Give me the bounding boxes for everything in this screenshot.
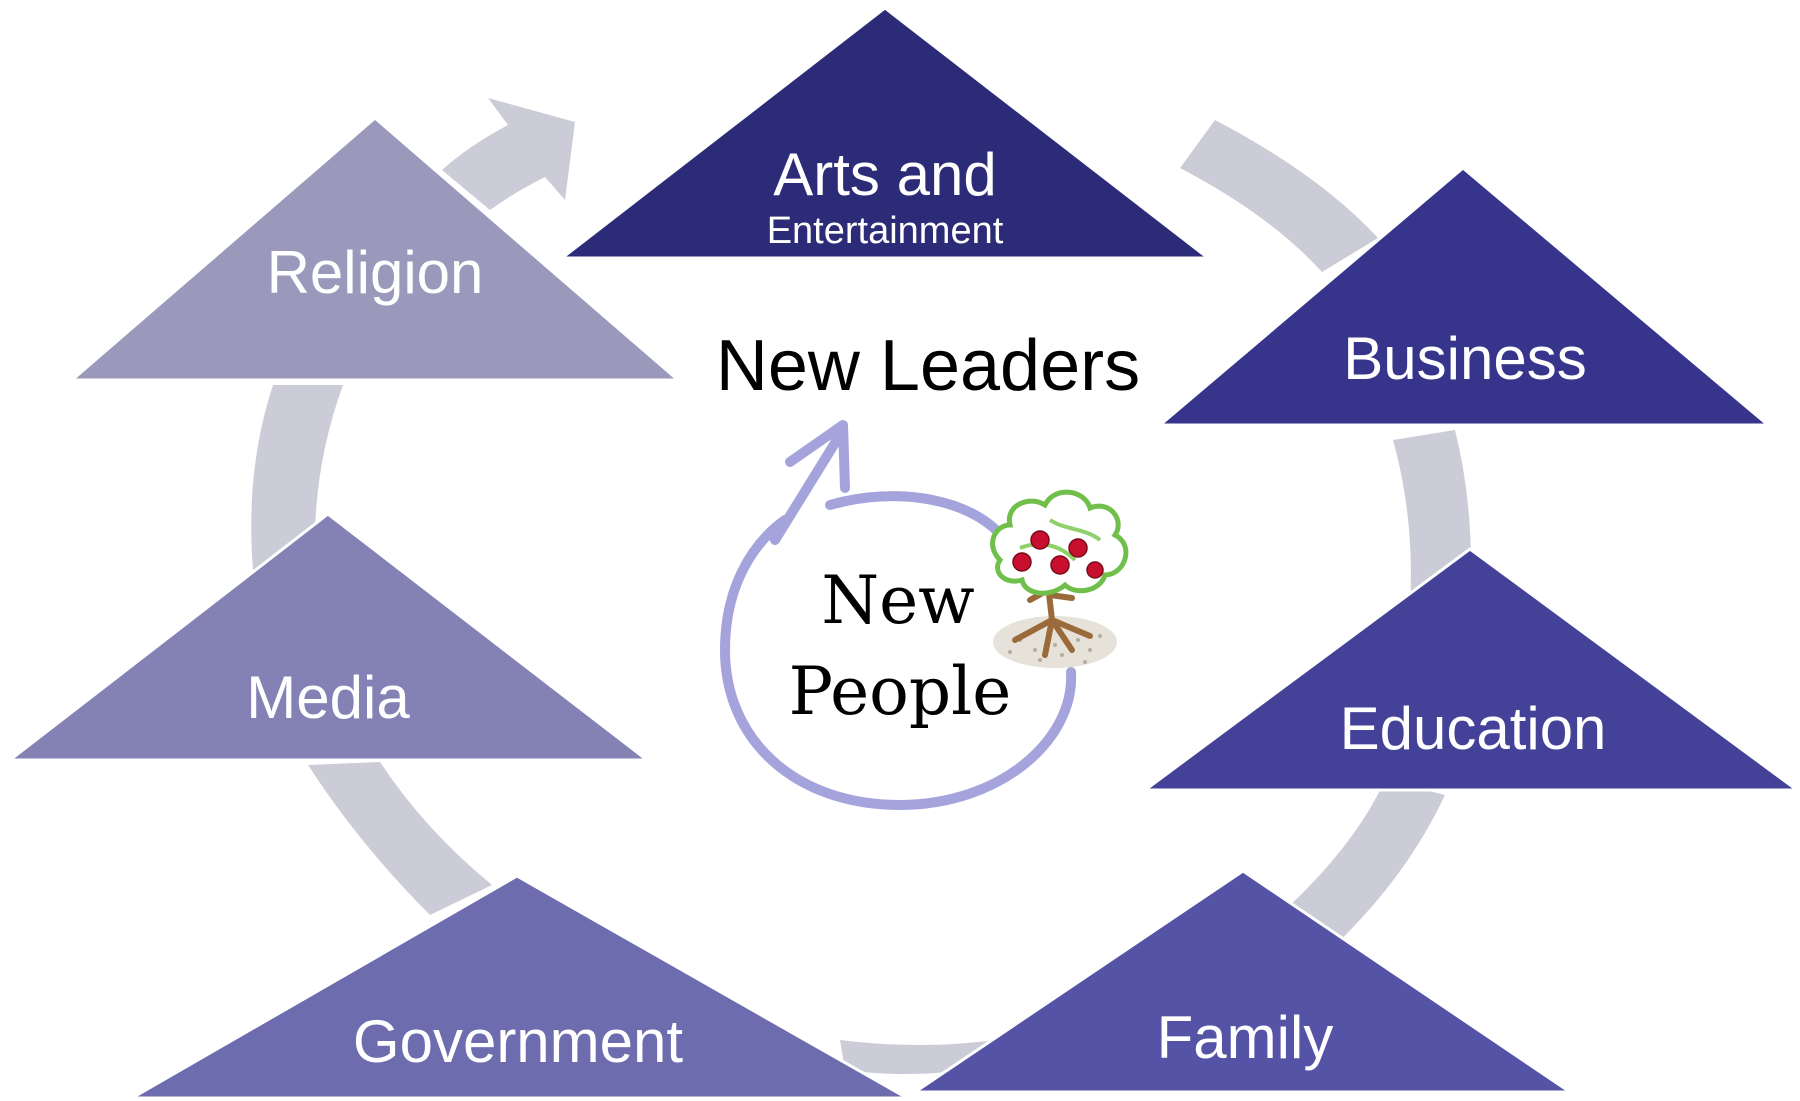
cycle-arrow-arts-business xyxy=(1180,120,1378,272)
label-arts-line2: Entertainment xyxy=(767,210,1004,252)
core-arrow-head xyxy=(785,420,850,493)
tree-apple xyxy=(1012,552,1032,572)
tree-trunk xyxy=(1012,582,1093,658)
center-title: New Leaders xyxy=(716,326,1140,406)
core-text-line1: New xyxy=(821,562,974,639)
cycle-arrow-education-family xyxy=(1285,780,1445,950)
triangle-media xyxy=(5,512,652,762)
triangle-religion xyxy=(67,116,683,382)
core-ring xyxy=(720,491,1077,810)
tree-apple xyxy=(1030,530,1050,550)
sector-labels: Arts and Entertainment Business Educatio… xyxy=(246,141,1606,1075)
label-family: Family xyxy=(1157,1004,1334,1071)
label-business: Business xyxy=(1343,325,1586,392)
tree-icon xyxy=(990,489,1129,668)
label-government: Government xyxy=(353,1008,683,1075)
sector-triangles xyxy=(5,6,1800,1100)
cycle-arrow-government-media xyxy=(308,762,492,915)
triangle-government xyxy=(126,874,913,1100)
triangle-education xyxy=(1140,547,1800,792)
tree-apple xyxy=(1086,561,1104,579)
tree-foliage xyxy=(990,489,1129,596)
label-education: Education xyxy=(1340,695,1607,762)
label-media: Media xyxy=(246,664,410,731)
triangle-arts xyxy=(557,6,1213,260)
tree-apple xyxy=(1050,555,1070,575)
core-ring-arrow xyxy=(720,420,1077,810)
cycle-arrow-religion-arts xyxy=(442,98,575,210)
cycle-arrow-media-religion xyxy=(251,385,343,570)
triangle-family xyxy=(910,869,1575,1094)
label-religion: Religion xyxy=(267,239,484,306)
tree-soil xyxy=(993,616,1117,668)
tree-apple xyxy=(1068,538,1088,558)
core-text-line2: People xyxy=(789,653,1012,730)
core-arrow-shaft xyxy=(770,425,848,545)
triangle-business xyxy=(1155,166,1773,427)
label-arts-line1: Arts and xyxy=(773,141,996,208)
